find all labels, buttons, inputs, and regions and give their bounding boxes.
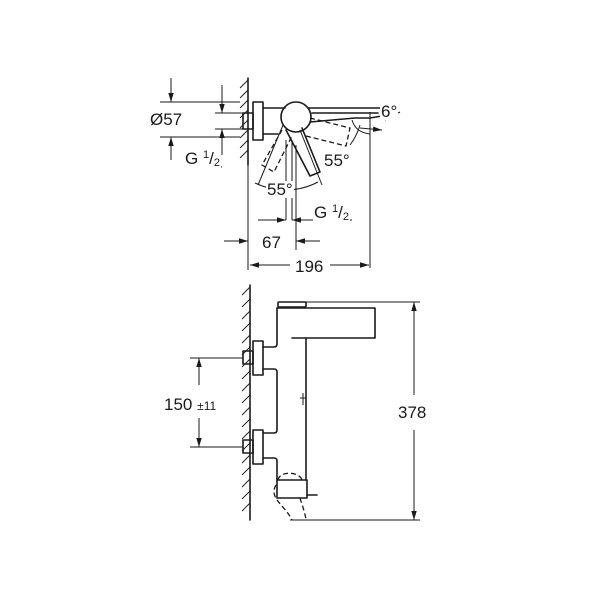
thread-main: G: [314, 203, 328, 222]
thread-num: 1: [331, 203, 339, 215]
thread-num: 1: [202, 149, 210, 161]
thread-label-bottom: G 1/2: [313, 203, 350, 223]
thread-main: G: [185, 149, 199, 168]
wall-hatching-top: [239, 79, 249, 159]
lever-angle-left-label: 55°: [266, 180, 294, 199]
lever-angle-right-label: 55°: [323, 151, 351, 170]
thread-label-left: G 1/2: [184, 149, 221, 169]
height-dimension-label: 378: [397, 403, 428, 422]
centers-dimension-label: 150 ±11: [163, 395, 218, 414]
side-view: [190, 284, 420, 521]
diameter-label: Ø57: [149, 110, 184, 129]
depth-dimension-label: 196: [294, 257, 325, 276]
centers-value: 150: [164, 395, 193, 414]
spout-angle-label: 6°: [380, 102, 399, 121]
wall-hatching-side: [241, 286, 251, 512]
thread-den: 2: [213, 157, 220, 169]
offset-dimension-label: 67: [261, 233, 282, 252]
centers-tolerance: ±11: [197, 399, 217, 413]
thread-den: 2: [342, 211, 349, 223]
